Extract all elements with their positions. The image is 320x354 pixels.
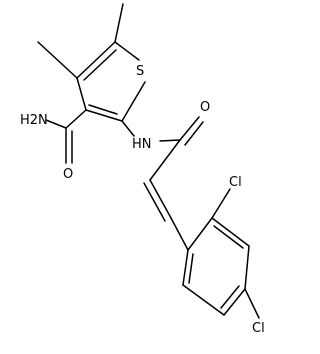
bond-c5-s: [114, 41, 140, 61]
methyl-bond-c4: [37, 41, 78, 79]
amide-linkage: [121, 116, 204, 181]
chlorine-ortho-label: Cl: [229, 175, 242, 190]
bond-c2-nh: [121, 120, 135, 137]
carboxamide-group: [45, 109, 87, 164]
bond-carbonyl-o2: [179, 116, 200, 141]
bond-carbonyl-n: [45, 119, 67, 129]
bond-vinyl-double: [149, 179, 172, 219]
chlorine-para-label: Cl: [252, 321, 265, 336]
bond-c3-c4: [76, 77, 87, 111]
bond-c4-c5: [76, 41, 116, 79]
ring-bond-2: [211, 217, 250, 247]
amide-nh-label: HN: [132, 137, 152, 152]
bond-c3-carbonyl: [65, 109, 87, 129]
ring-bond-3: [244, 245, 250, 290]
vinyl-group: [143, 179, 189, 251]
ring-bond-5: [182, 284, 225, 316]
ring-bond-6: [182, 249, 189, 286]
bond-vinyl-double-inner: [143, 182, 166, 222]
ring-bond-6-inner: [188, 253, 194, 284]
carboxamide-nh2-label: H2N: [20, 113, 48, 128]
bond-vinyl-aryl: [170, 217, 189, 251]
ring-bond-2-inner: [213, 225, 244, 249]
structure-diagram: S HN O H2N O Cl Cl: [20, 3, 265, 336]
bond-c-cl-ortho: [211, 188, 231, 219]
bond-c4-c5-inner: [83, 49, 117, 81]
bond-c2-c3: [85, 109, 123, 122]
amide-oxygen-label: O: [200, 100, 210, 115]
methyl-bond-c5: [114, 3, 124, 43]
dichlorophenyl-ring: [182, 217, 250, 316]
bond-c2-c3-inner: [88, 104, 118, 115]
bond-carbonyl-vinyl: [149, 139, 181, 181]
sulfur-label: S: [136, 64, 144, 79]
thiophene-ring: [76, 41, 146, 122]
molecule-drawing: S HN O H2N O Cl Cl: [20, 3, 265, 336]
ring-bond-4-inner: [220, 285, 240, 309]
ring-bond-1: [187, 217, 213, 251]
bond-c-cl-para: [244, 288, 260, 319]
ring-bond-4: [223, 288, 246, 316]
bond-nh-carbonyl: [159, 139, 181, 142]
carboxamide-oxygen-label: O: [63, 167, 73, 182]
bond-s-c2: [121, 81, 146, 122]
bond-carbonyl-o2-inner: [184, 121, 204, 146]
